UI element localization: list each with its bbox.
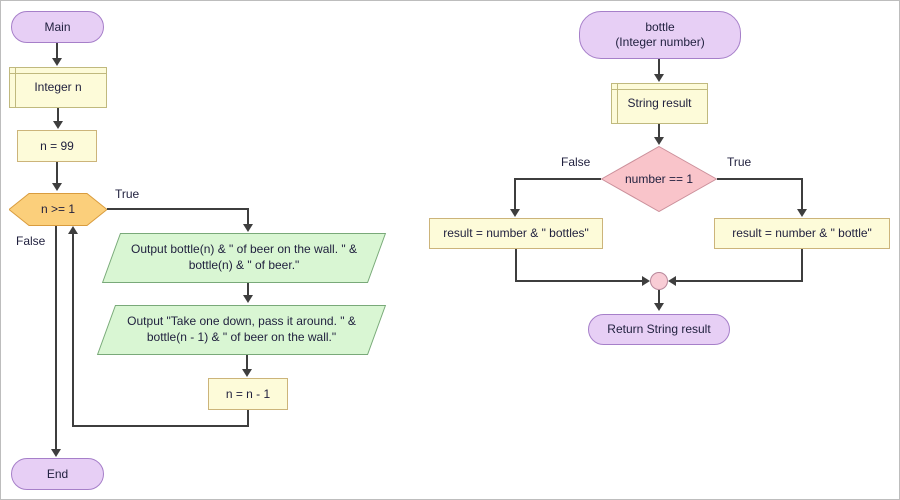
connector-main-start-declare — [56, 43, 58, 59]
bottle-start-label: bottle (Integer number) — [580, 12, 740, 58]
main-false-edge-label: False — [16, 234, 46, 248]
arrowhead-down-icon — [243, 224, 253, 232]
merge-point-node[interactable] — [650, 272, 668, 290]
connector-declare-decision — [658, 124, 660, 137]
connector-false-merge-horizontal — [515, 280, 642, 282]
connector-decrement-loopback — [247, 410, 249, 427]
bottle-declare-label: String result — [627, 96, 692, 110]
bottle-start-terminal[interactable]: bottle (Integer number) — [579, 11, 741, 59]
main-loop-condition-label: n >= 1 — [40, 202, 76, 216]
arrowhead-down-icon — [52, 183, 62, 191]
arrowhead-up-icon — [68, 226, 78, 234]
main-start-terminal[interactable]: Main — [11, 11, 104, 43]
arrowhead-down-icon — [51, 449, 61, 457]
arrowhead-down-icon — [53, 121, 63, 129]
main-end-terminal[interactable]: End — [11, 458, 104, 490]
connector-declare-init — [57, 108, 59, 122]
arrowhead-down-icon — [510, 209, 520, 217]
arrowhead-down-icon — [243, 295, 253, 303]
connector-false-merge-vertical — [515, 249, 517, 282]
arrowhead-down-icon — [654, 303, 664, 311]
bottle-title-line2: (Integer number) — [615, 35, 705, 49]
main-output2-line2: bottle(n - 1) & " of beer on the wall." — [146, 330, 337, 344]
bottle-return-label: Return String result — [607, 322, 711, 336]
main-output2-line1: Output "Take one down, pass it around. "… — [127, 314, 356, 329]
main-output1-line2: bottle(n) & " of beer." — [188, 258, 300, 272]
bottle-true-edge-label: True — [727, 155, 752, 169]
main-start-label: Main — [44, 19, 71, 34]
main-output1-node[interactable]: Output bottle(n) & " of beer on the wall… — [101, 233, 387, 283]
connector-true-horizontal-right — [717, 178, 803, 180]
main-loop-condition-node[interactable]: n >= 1 — [9, 193, 107, 226]
connector-loopback-horizontal — [72, 425, 249, 427]
bottle-false-assign-label: result = number & " bottles" — [443, 226, 589, 240]
connector-true-merge-vertical — [801, 249, 803, 282]
bottle-true-assign-label: result = number & " bottle" — [732, 226, 872, 240]
connector-true-vertical-right — [801, 178, 803, 210]
arrowhead-down-icon — [797, 209, 807, 217]
diamond-shape-icon — [601, 146, 717, 212]
connector-bottle-start-declare — [658, 59, 660, 74]
arrowhead-down-icon — [242, 369, 252, 377]
bottle-decision-node[interactable]: number == 1 — [601, 146, 717, 212]
bottle-declare-node[interactable]: String result — [611, 83, 708, 124]
bottle-return-terminal[interactable]: Return String result — [588, 314, 730, 345]
connector-false-to-end — [55, 226, 57, 450]
main-end-label: End — [46, 466, 69, 481]
main-init-label: n = 99 — [40, 138, 74, 153]
arrowhead-down-icon — [654, 74, 664, 82]
bottle-title-line1: bottle — [645, 20, 675, 34]
main-true-edge-label: True — [115, 187, 140, 201]
arrowhead-down-icon — [52, 58, 62, 66]
main-output2-node[interactable]: Output "Take one down, pass it around. "… — [96, 305, 387, 355]
bottle-decision-label: number == 1 — [624, 171, 694, 186]
hexagon-shape-icon — [9, 193, 107, 226]
main-declare-node[interactable]: Integer n — [9, 67, 107, 108]
connector-init-loop — [56, 162, 58, 183]
main-decrement-node[interactable]: n = n - 1 — [208, 378, 288, 410]
arrowhead-left-icon — [668, 276, 676, 286]
arrowhead-right-icon — [642, 276, 650, 286]
connector-loopback-vertical — [72, 234, 74, 427]
connector-merge-return — [658, 290, 660, 303]
bottle-false-edge-label: False — [561, 155, 591, 169]
connector-false-horizontal — [515, 178, 601, 180]
connector-output2-decrement — [246, 355, 248, 369]
main-declare-label: Integer n — [34, 80, 82, 94]
connector-true-merge-horizontal — [676, 280, 803, 282]
connector-false-vertical — [514, 178, 516, 210]
main-decrement-label: n = n - 1 — [225, 386, 271, 401]
arrowhead-down-icon — [654, 137, 664, 145]
connector-output1-output2 — [247, 283, 249, 295]
main-output2-label: Output "Take one down, pass it around. "… — [96, 305, 387, 355]
main-init-assign-node[interactable]: n = 99 — [17, 130, 97, 162]
connector-true-vertical — [247, 208, 249, 225]
bottle-true-assign-node[interactable]: result = number & " bottle" — [714, 218, 890, 249]
main-output1-line1: Output bottle(n) & " of beer on the wall… — [131, 242, 357, 257]
connector-true-horizontal — [107, 208, 249, 210]
main-output1-label: Output bottle(n) & " of beer on the wall… — [101, 233, 387, 283]
bottle-false-assign-node[interactable]: result = number & " bottles" — [429, 218, 603, 249]
